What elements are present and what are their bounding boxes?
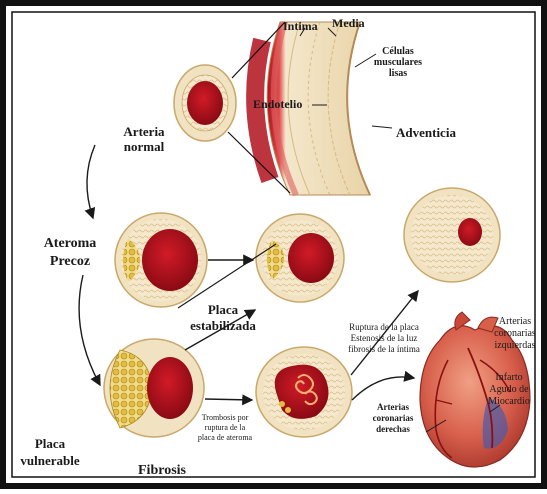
label-infarto-1: Infarto	[495, 372, 522, 383]
label-derechas-3: derechas	[376, 424, 410, 434]
label-derechas-2: coronarias	[373, 413, 414, 423]
label-intima: Intima	[283, 19, 318, 33]
label-trombosis-3: placa de ateroma	[198, 433, 253, 442]
vulnerable-plaque	[104, 339, 204, 437]
stabilized-plaque	[256, 214, 344, 302]
label-ruptura-2: Estenosis de la luz	[351, 333, 418, 343]
label-celulas-3: lisas	[389, 68, 407, 79]
label-ruptura-3: fibrosis de la íntima	[348, 344, 420, 354]
thrombosis-artery	[256, 347, 352, 437]
label-izquierdas-2: coronarias	[494, 328, 536, 339]
label-derechas-1: Arterias	[377, 402, 409, 412]
label-ruptura-1: Ruptura de la placa	[349, 322, 419, 332]
early-atheroma	[115, 213, 207, 307]
label-trombosis-1: Trombosis por	[202, 413, 249, 422]
label-izquierdas-3: izquierdas	[494, 340, 535, 351]
label-ateroma-2: Precoz	[50, 254, 90, 269]
label-placa-vuln-2: vulnerable	[20, 453, 79, 468]
label-fibrosis: Fibrosis	[138, 463, 187, 478]
label-placa-estab-1: Placa	[208, 302, 239, 317]
label-arteria-2: normal	[124, 139, 165, 154]
stenosis-artery	[404, 188, 500, 282]
label-celulas-1: Células	[382, 46, 414, 57]
label-trombosis-2: ruptura de la	[205, 423, 246, 432]
label-izquierdas-1: Arterias	[499, 316, 531, 327]
label-infarto-3: Miocardio	[488, 396, 530, 407]
label-arteria-1: Arteria	[123, 124, 165, 139]
label-placa-estab-2: estabilizada	[190, 318, 256, 333]
label-infarto-2: Agudo de	[489, 384, 529, 395]
label-celulas-2: musculares	[374, 57, 422, 68]
label-media: Media	[332, 16, 365, 30]
label-placa-vuln-1: Placa	[35, 436, 66, 451]
label-adventicia: Adventicia	[396, 125, 456, 140]
label-endotelio: Endotelio	[253, 97, 302, 111]
label-ateroma-1: Ateroma	[44, 236, 97, 251]
